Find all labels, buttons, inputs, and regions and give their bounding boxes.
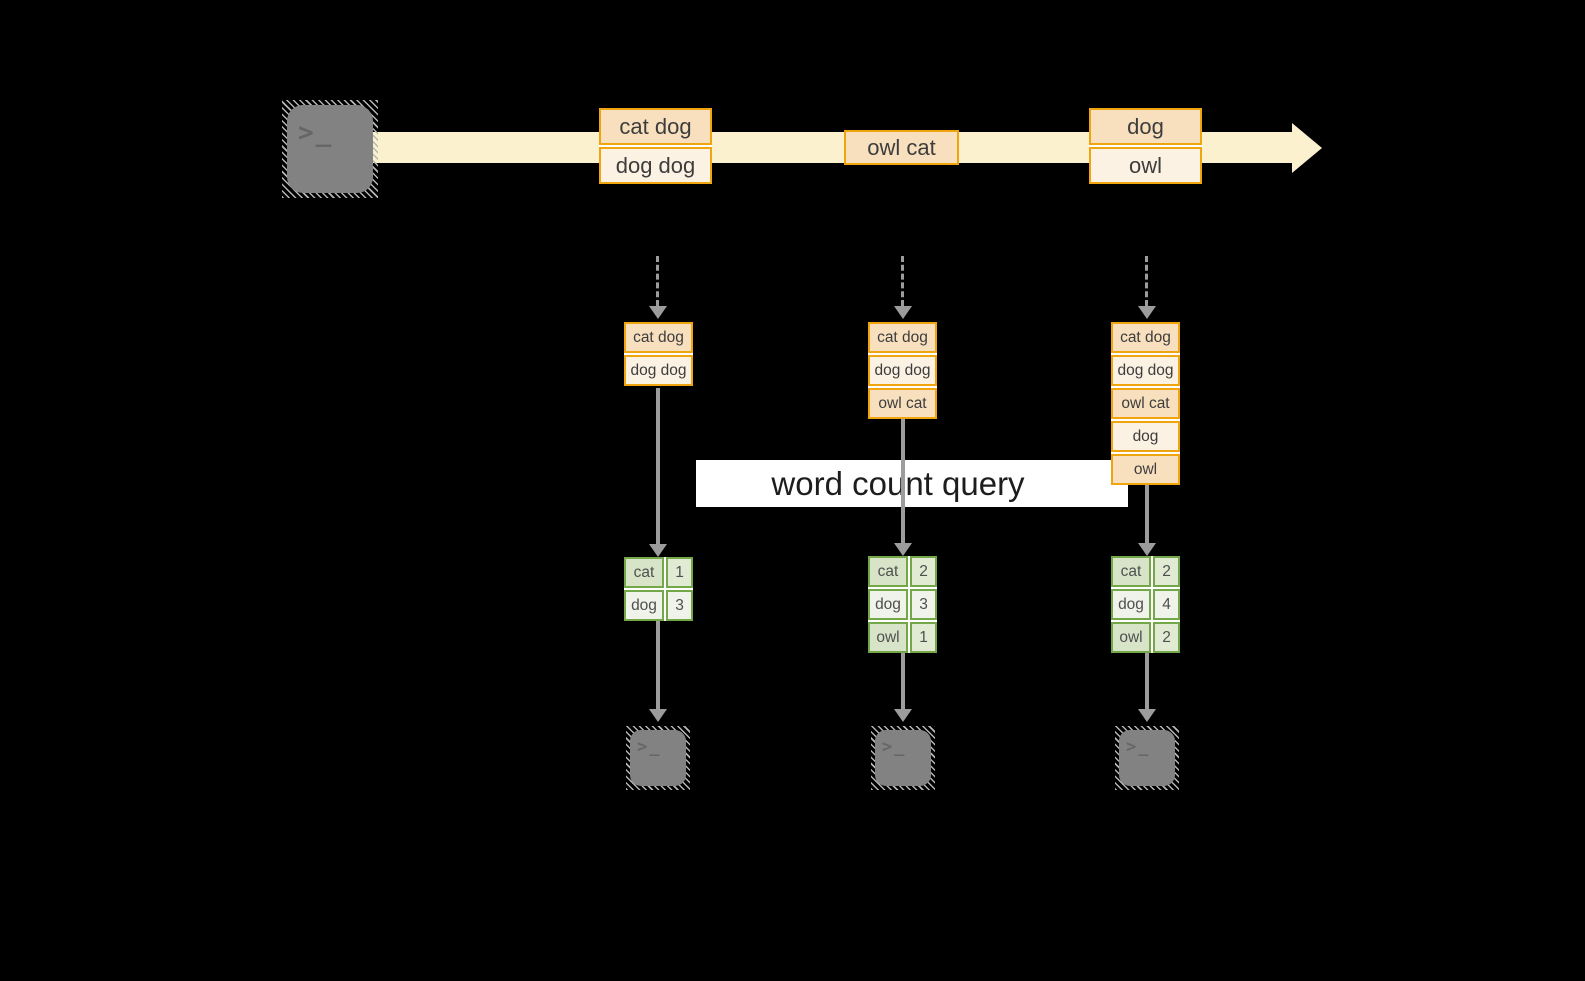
- stack-item: dog dog: [1111, 355, 1180, 386]
- arrow-line: [901, 653, 905, 709]
- terminal-prompt-icon: >_: [1126, 737, 1151, 757]
- batch-item: cat dog: [599, 108, 712, 145]
- stream-batch-1: cat dog dog dog: [599, 108, 712, 184]
- terminal-prompt-icon: >_: [637, 737, 662, 757]
- stack-item: dog dog: [868, 355, 937, 386]
- terminal-screen: [1119, 730, 1175, 786]
- count-value: 2: [1153, 622, 1180, 653]
- count-word: owl: [1111, 622, 1151, 653]
- count-value: 3: [666, 590, 693, 621]
- dashed-arrow-line: [1145, 256, 1148, 306]
- dashed-arrow-line: [656, 256, 659, 306]
- count-value: 2: [1153, 556, 1180, 587]
- dashed-arrow-head-icon: [1138, 306, 1156, 319]
- count-word: cat: [1111, 556, 1151, 587]
- input-stack-1: cat dog dog dog: [624, 322, 693, 386]
- count-word: dog: [868, 589, 908, 620]
- count-table-2: cat 2 dog 3 owl 1: [868, 556, 937, 653]
- count-value: 3: [910, 589, 937, 620]
- stack-item: owl cat: [1111, 388, 1180, 419]
- count-value: 1: [666, 557, 693, 588]
- stack-item: cat dog: [1111, 322, 1180, 353]
- source-terminal-icon: >_: [282, 100, 378, 198]
- query-label: word count query: [771, 464, 1025, 502]
- input-stack-3: cat dog dog dog owl cat dog owl: [1111, 322, 1180, 485]
- arrow-head-icon: [894, 543, 912, 556]
- stack-item: owl: [1111, 454, 1180, 485]
- dashed-arrow-head-icon: [649, 306, 667, 319]
- count-table-3: cat 2 dog 4 owl 2: [1111, 556, 1180, 653]
- terminal-screen: [875, 730, 931, 786]
- count-value: 2: [910, 556, 937, 587]
- sink-terminal-icon-3: >_: [1115, 726, 1179, 790]
- count-word: cat: [868, 556, 908, 587]
- stack-item: owl cat: [868, 388, 937, 419]
- stack-item: dog: [1111, 421, 1180, 452]
- arrow-line: [656, 621, 660, 709]
- stack-item: cat dog: [868, 322, 937, 353]
- dashed-arrow-line: [901, 256, 904, 306]
- terminal-prompt-icon: >_: [298, 118, 334, 148]
- input-stack-2: cat dog dog dog owl cat: [868, 322, 937, 419]
- arrow-head-icon: [1138, 709, 1156, 722]
- stream-arrow-head-icon: [1292, 123, 1322, 173]
- arrow-line: [901, 419, 905, 543]
- terminal-prompt-icon: >_: [882, 737, 907, 757]
- arrow-head-icon: [649, 544, 667, 557]
- arrow-head-icon: [894, 709, 912, 722]
- stack-item: dog dog: [624, 355, 693, 386]
- query-band: word count query: [696, 460, 1128, 507]
- count-word: owl: [868, 622, 908, 653]
- batch-item: owl: [1089, 147, 1202, 184]
- stream-batch-2: owl cat: [844, 130, 959, 165]
- count-value: 4: [1153, 589, 1180, 620]
- stream-batch-3: dog owl: [1089, 108, 1202, 184]
- stack-item: cat dog: [624, 322, 693, 353]
- count-word: cat: [624, 557, 664, 588]
- count-word: dog: [624, 590, 664, 621]
- arrow-head-icon: [649, 709, 667, 722]
- batch-item: dog dog: [599, 147, 712, 184]
- sink-terminal-icon-2: >_: [871, 726, 935, 790]
- sink-terminal-icon-1: >_: [626, 726, 690, 790]
- count-value: 1: [910, 622, 937, 653]
- arrow-line: [656, 388, 660, 544]
- arrow-line: [1145, 485, 1149, 543]
- count-table-1: cat 1 dog 3: [624, 557, 693, 621]
- batch-item: owl cat: [844, 130, 959, 165]
- batch-item: dog: [1089, 108, 1202, 145]
- terminal-screen: [287, 105, 373, 193]
- arrow-line: [1145, 653, 1149, 709]
- count-word: dog: [1111, 589, 1151, 620]
- arrow-head-icon: [1138, 543, 1156, 556]
- dashed-arrow-head-icon: [894, 306, 912, 319]
- terminal-screen: [630, 730, 686, 786]
